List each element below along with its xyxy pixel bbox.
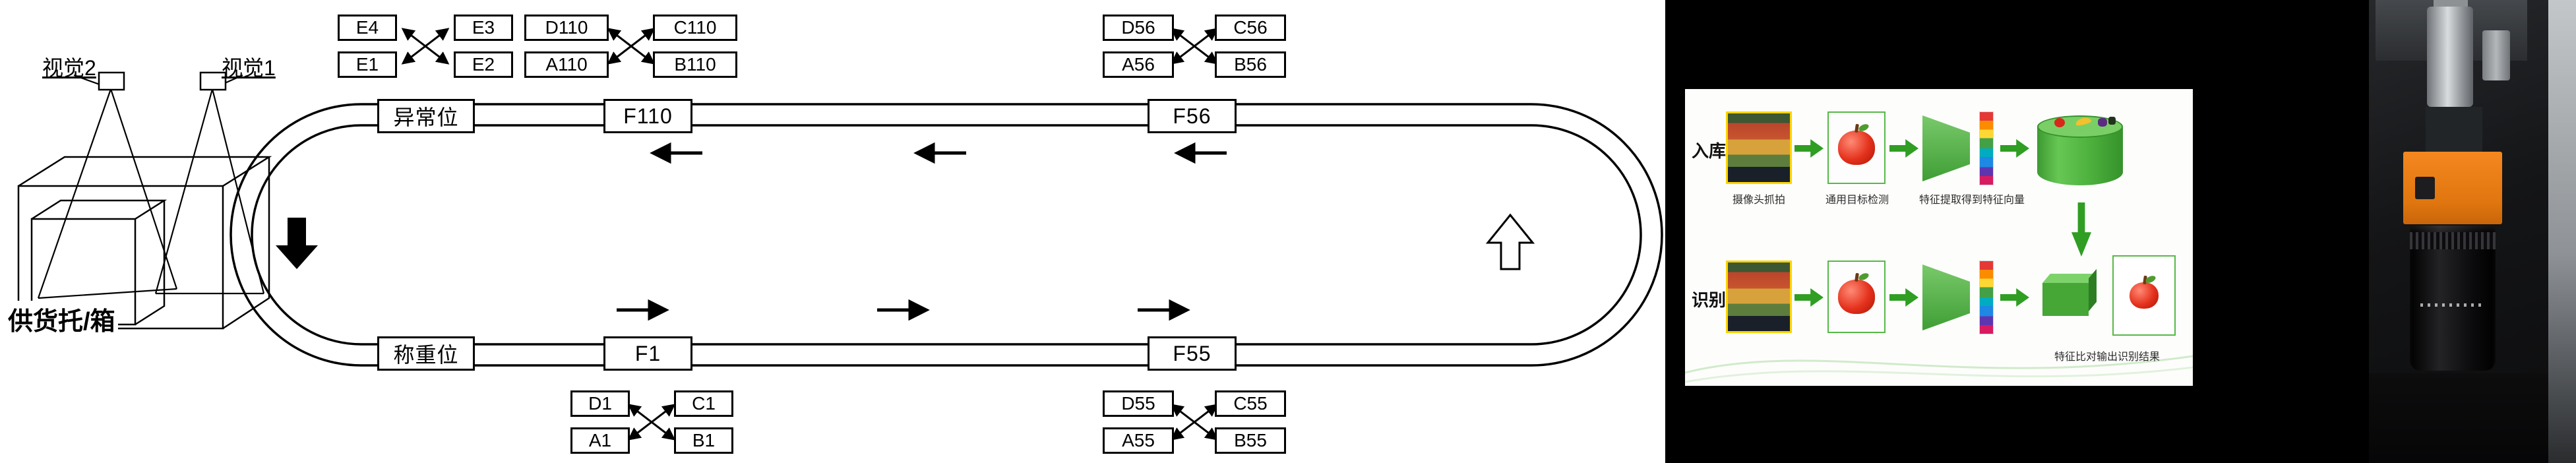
- camera-collar: [2426, 107, 2482, 152]
- cell-box-b110: B110: [653, 51, 737, 78]
- green-arrow-icon: [1794, 139, 1824, 158]
- cell-box-e1: E1: [338, 51, 397, 78]
- camera-snapshot-thumbnail: [1726, 261, 1792, 333]
- cell-box-c55: C55: [1215, 390, 1286, 417]
- station-weighing: 称重位: [377, 336, 475, 371]
- cell-box-d56: D56: [1103, 15, 1174, 41]
- caption-feature: 特征提取得到特征向量: [1918, 195, 2025, 206]
- cell-box-b1: B1: [674, 427, 733, 454]
- camera-body-orange: [2403, 152, 2502, 224]
- cell-box-e3: E3: [454, 15, 513, 41]
- station-f55: F55: [1148, 336, 1237, 371]
- cell-box-a55: A55: [1103, 427, 1174, 454]
- caption-compare: 特征比对输出识别结果: [2054, 352, 2160, 363]
- supply-box-wireframe: [17, 156, 272, 330]
- detected-apple-image: [1827, 261, 1886, 333]
- cell-box-c110: C110: [653, 15, 737, 41]
- apple-icon: [2054, 118, 2065, 127]
- caption-detection: 通用目标检测: [1825, 195, 1889, 206]
- station-f110: F110: [603, 99, 692, 133]
- grape-icon: [2098, 118, 2107, 127]
- cell-box-b56: B56: [1215, 51, 1286, 78]
- cell-box-a1: A1: [570, 427, 630, 454]
- green-arrow-icon: [1794, 288, 1824, 307]
- recognition-result-box: [2112, 255, 2176, 336]
- cell-box-a110: A110: [524, 51, 609, 78]
- flow-direction-arrows: [617, 142, 1227, 321]
- apple-icon: [2130, 282, 2159, 309]
- cell-box-c1: C1: [674, 390, 733, 417]
- lens-marking: [2420, 303, 2486, 307]
- camera-lens: [2410, 226, 2496, 371]
- conveyor-track-drawing: [17, 28, 1663, 441]
- camera-mount-cylinder: [2427, 7, 2473, 107]
- cell-box-b55: B55: [1215, 427, 1286, 454]
- feature-database-icon: [2037, 115, 2123, 185]
- row-label-recognize: 识别: [1692, 290, 1727, 310]
- lens-focus-ring: [2410, 232, 2496, 249]
- vision-1-label: 视觉1: [222, 56, 276, 80]
- apple-icon: [1838, 131, 1875, 165]
- detected-apple-image: [1827, 111, 1886, 184]
- station-abnormal: 异常位: [377, 99, 475, 133]
- camera-snapshot-thumbnail: [1726, 111, 1792, 184]
- media-panel: 入库 识别 摄像头抓拍 通用目标检测 特征提取得到特征向量 特征比对输出识: [1665, 0, 2369, 463]
- industrial-camera-photo: [2369, 0, 2576, 463]
- photo-bottom-shadow: [2369, 373, 2576, 463]
- feature-compare-box-icon: [2042, 283, 2089, 316]
- camera-view-cone-icon: [37, 74, 265, 299]
- cell-box-c56: C56: [1215, 15, 1286, 41]
- caption-camera: 摄像头抓拍: [1732, 195, 1785, 206]
- recognition-pipeline-slide: 入库 识别 摄像头抓拍 通用目标检测 特征提取得到特征向量 特征比对输出识: [1685, 89, 2193, 386]
- vision-2-label: 视觉2: [42, 56, 96, 80]
- feature-extractor-icon: [1922, 264, 1970, 330]
- green-arrow-icon: [1889, 288, 1918, 307]
- cell-box-d1: D1: [570, 390, 630, 417]
- conveyor-track-loop: [230, 103, 1663, 367]
- green-arrow-icon: [1889, 139, 1918, 158]
- cell-box-e4: E4: [338, 15, 397, 41]
- cell-box-d110: D110: [524, 15, 609, 41]
- up-flow-arrow-icon: [1485, 213, 1535, 270]
- cell-box-d55: D55: [1103, 390, 1174, 417]
- station-f1: F1: [603, 336, 692, 371]
- green-arrow-down-icon: [2071, 202, 2091, 257]
- feature-vector-bar-icon: [1979, 261, 1994, 334]
- green-arrow-icon: [2000, 288, 2029, 307]
- conveyor-loop-diagram: 视觉2 视觉1 供货托/箱 异常位 F110 F56 称重位 F1 F55 E4…: [5, 15, 1663, 454]
- station-f56: F56: [1148, 99, 1237, 133]
- slide-wave-decoration: [1685, 355, 2193, 383]
- feature-extractor-icon: [1922, 115, 1970, 181]
- crossed-transfer-arrows-icon: [401, 28, 1219, 441]
- cell-box-e2: E2: [454, 51, 513, 78]
- feature-vector-bar-icon: [1979, 111, 1994, 185]
- camera-body-icon: [98, 71, 227, 91]
- down-flow-arrow-icon: [276, 218, 318, 269]
- apple-icon: [1838, 280, 1875, 314]
- equipment-rail: [2548, 0, 2576, 463]
- hand-icon: [2108, 117, 2116, 125]
- row-label-enroll: 入库: [1692, 141, 1727, 161]
- green-arrow-icon: [2000, 139, 2029, 158]
- supply-box-label: 供货托/箱: [5, 301, 118, 337]
- cell-box-a56: A56: [1103, 51, 1174, 78]
- mount-knob: [2482, 30, 2510, 80]
